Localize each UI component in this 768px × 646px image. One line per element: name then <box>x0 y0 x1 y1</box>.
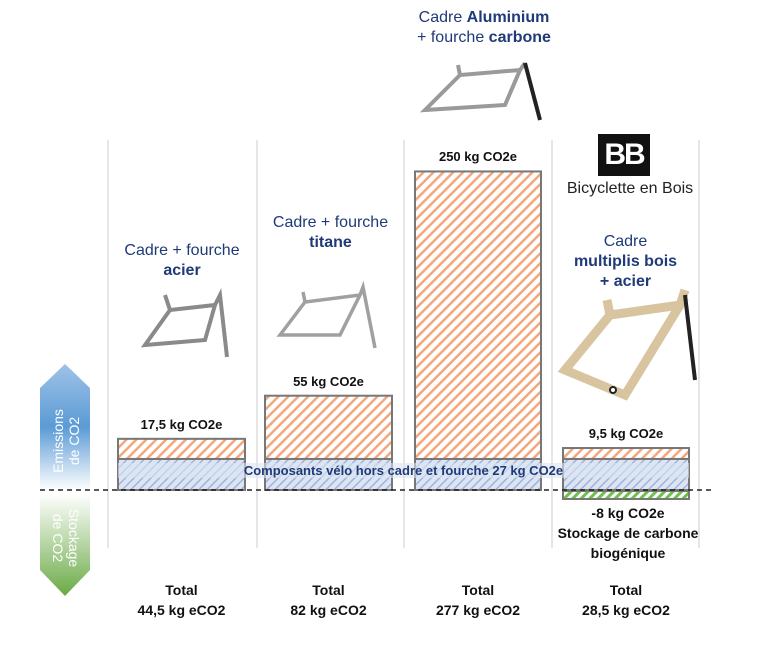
bar-value-label: 55 kg CO2e <box>293 373 364 389</box>
total-value: 277 kg eCO2 <box>435 602 521 618</box>
title-line: acier <box>163 262 201 279</box>
storage-bar <box>562 490 690 500</box>
axis-up-line1: Emissions <box>50 409 66 473</box>
frame-bar <box>562 447 690 460</box>
total-value: 44,5 kg eCO2 <box>137 602 226 618</box>
storage-value-label: -8 kg CO2e <box>591 505 665 521</box>
frame-bar <box>264 394 393 460</box>
title-wood: Cadre multiplis bois + acier <box>552 232 699 292</box>
title-titanium: Cadre + fourche titane <box>257 213 404 253</box>
axis-down-line2: de CO2 <box>50 513 66 563</box>
components-label: Composants vélo hors cadre et fourche 27… <box>118 462 689 478</box>
bar-value-label: 250 kg CO2e <box>438 149 518 165</box>
axis-up-line2: de CO2 <box>66 416 82 466</box>
title-part: carbone <box>488 29 551 46</box>
title-steel: Cadre + fourche acier <box>108 241 256 281</box>
total-label: Total <box>312 582 345 598</box>
total-label: Total <box>461 582 495 598</box>
steel-frame-image <box>140 288 229 358</box>
axis-down-line1: Stockage <box>66 508 82 568</box>
title-line: + acier <box>599 273 652 290</box>
title-line: multiplis bois <box>573 253 678 270</box>
storage-arrow <box>40 494 90 596</box>
axis-label-storage: Stockage de CO2 <box>50 498 82 578</box>
frame-bar <box>117 437 246 460</box>
bar-value-label: 9,5 kg CO2e <box>588 426 664 442</box>
storage-text: Stockage de carbone <box>557 525 699 541</box>
titanium-frame-image <box>276 280 377 349</box>
title-line: Cadre + fourche <box>272 214 389 231</box>
title-line: Cadre <box>603 233 648 250</box>
axis-label-emissions: Emissions de CO2 <box>50 395 82 487</box>
title-part: + fourche <box>417 29 489 46</box>
brand-name: Bicyclette en Bois <box>566 180 694 197</box>
title-line: Cadre + fourche <box>124 242 240 259</box>
brand-logo: BB <box>598 134 650 176</box>
title-part: Aluminium <box>466 9 550 26</box>
title-aluminium: Cadre Aluminium + fourche carbone <box>404 8 564 48</box>
total-value: 82 kg eCO2 <box>290 602 367 618</box>
total-label: Total <box>609 582 643 598</box>
aluminium-frame-image <box>419 61 542 121</box>
storage-text: biogénique <box>590 545 666 561</box>
total-value: 28,5 kg eCO2 <box>582 602 670 618</box>
title-part: Cadre <box>418 9 467 26</box>
bar-value-label: 17,5 kg CO2e <box>140 416 223 432</box>
emissions-arrow <box>40 364 90 490</box>
frame-bar <box>414 170 542 460</box>
title-line: titane <box>309 234 352 251</box>
wood-frame-image <box>557 288 697 401</box>
total-label: Total <box>165 582 198 598</box>
